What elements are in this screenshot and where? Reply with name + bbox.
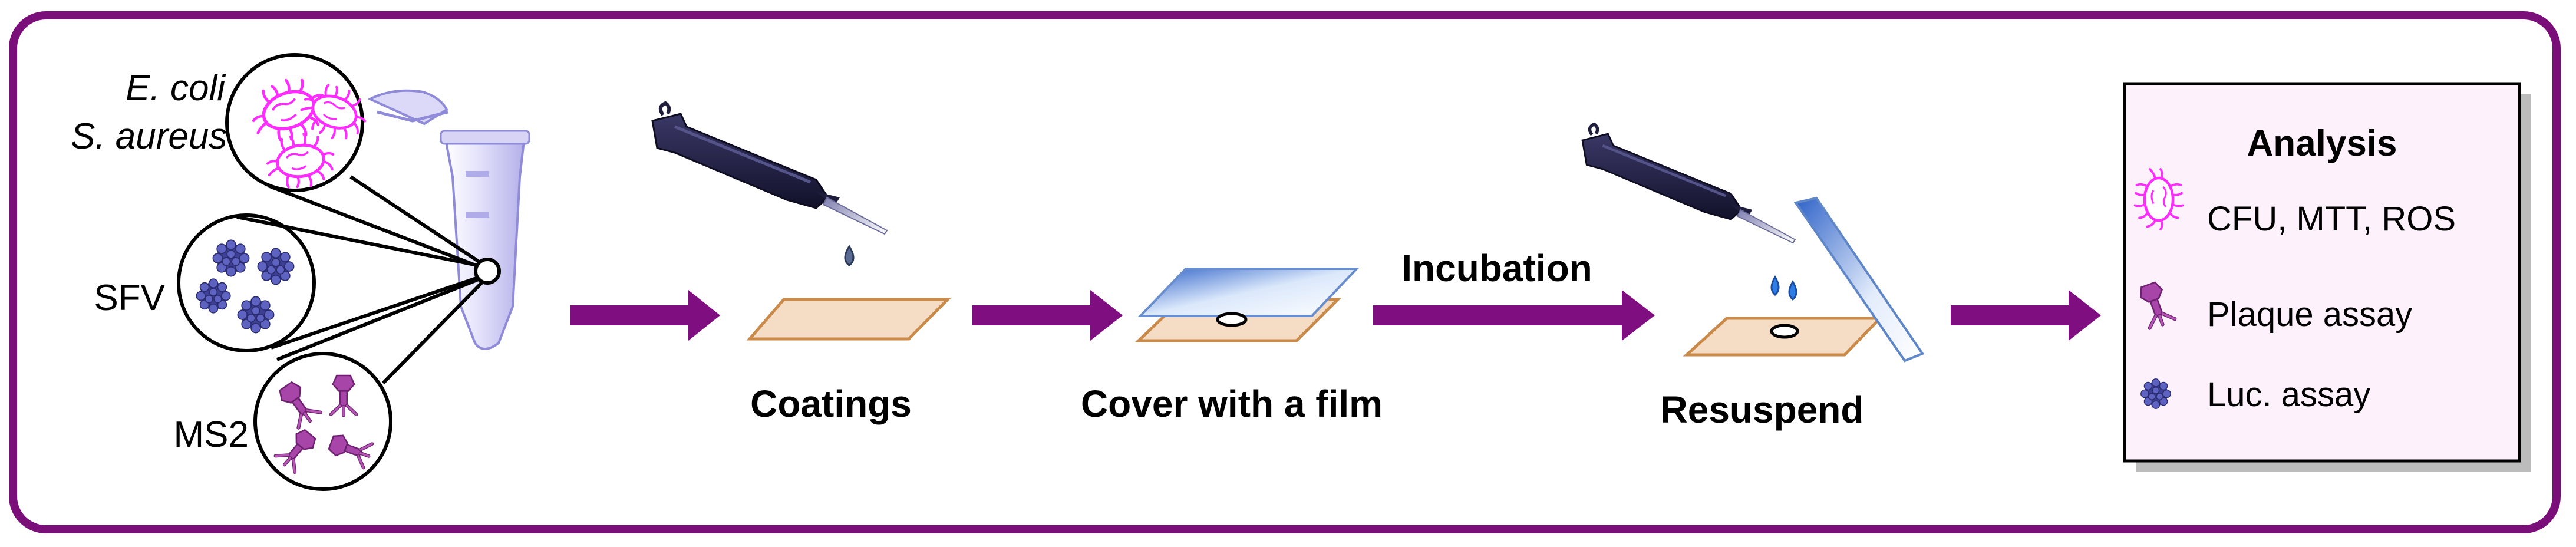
arrow-4 — [1951, 290, 2101, 341]
sample-tube — [367, 89, 530, 350]
label-sfv: SFV — [94, 278, 165, 318]
drop-icon — [844, 245, 855, 266]
arrow-2 — [972, 290, 1123, 341]
lifted-film — [1793, 196, 1925, 363]
label-ms2: MS2 — [173, 414, 249, 455]
label-incubation: Incubation — [1401, 247, 1592, 289]
analysis-item-luc: Luc. assay — [2207, 375, 2371, 414]
analysis-title: Analysis — [2247, 123, 2397, 164]
label-e-coli: E. coli — [126, 68, 225, 108]
coating-surface-1 — [746, 298, 951, 341]
sfv-circle — [177, 213, 316, 352]
arrow-1 — [570, 290, 720, 341]
connector-lines — [236, 175, 488, 385]
water-drop-icon — [1770, 275, 1780, 296]
droplet-spot-2 — [1770, 324, 1799, 339]
ms2-circle — [253, 352, 392, 491]
process-arrows — [570, 290, 2101, 341]
film-sheet — [1137, 268, 1360, 317]
virus-icon — [2140, 378, 2171, 409]
analysis-item-cfu: CFU, MTT, ROS — [2207, 200, 2456, 238]
label-coatings: Coatings — [750, 383, 912, 425]
label-resuspend: Resuspend — [1660, 388, 1864, 431]
droplet-spot — [1216, 312, 1248, 327]
analysis-box — [2123, 82, 2521, 463]
label-cover-film: Cover with a film — [1080, 383, 1383, 425]
tube-focus-ring — [474, 258, 501, 285]
arrow-3 — [1373, 290, 1655, 341]
bacteria-circle — [225, 53, 373, 192]
analysis-item-plaque: Plaque assay — [2207, 295, 2413, 334]
water-drop-icon — [1788, 280, 1797, 301]
label-s-aureus: S. aureus — [71, 116, 227, 157]
